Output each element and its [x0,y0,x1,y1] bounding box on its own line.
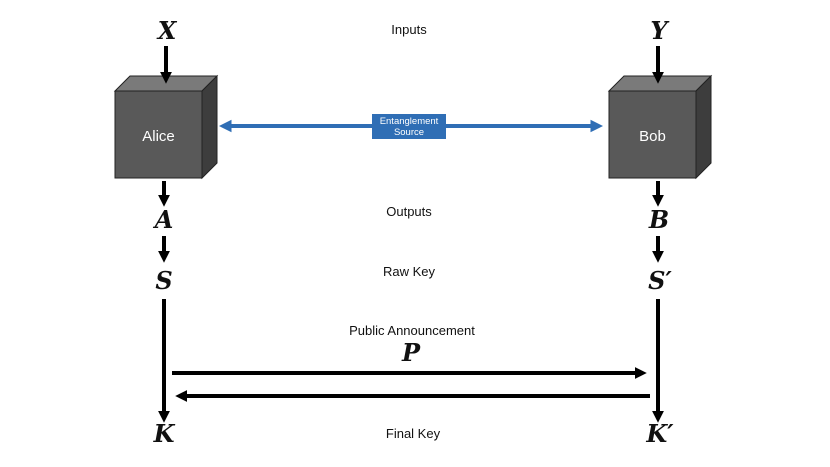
alice-input-symbol: X [156,16,178,45]
alice-output-symbol: A [153,205,174,234]
announcement-symbol: P [401,338,421,367]
alice-box: Alice [113,74,219,180]
entanglement-source: Entanglement Source [372,114,446,139]
outputs-label: Outputs [386,204,432,219]
source-label-line1: Entanglement [380,116,439,127]
final-key-label: Final Key [386,426,441,441]
bob-label: Bob [639,128,666,145]
bob-final-key-symbol: K′ [645,419,674,448]
bob-input-symbol: Y [650,16,670,45]
public-announcement-label: Public Announcement [349,323,475,338]
bob-output-symbol: B [648,205,669,234]
bob-raw-key-symbol: S′ [648,266,672,295]
alice-raw-key-symbol: S [155,266,172,295]
bob-box: Bob [607,74,713,180]
raw-key-label: Raw Key [383,264,436,279]
inputs-label: Inputs [391,22,427,37]
alice-final-key-symbol: K [153,419,176,448]
source-label-line2: Source [394,127,424,138]
alice-label: Alice [142,128,175,145]
